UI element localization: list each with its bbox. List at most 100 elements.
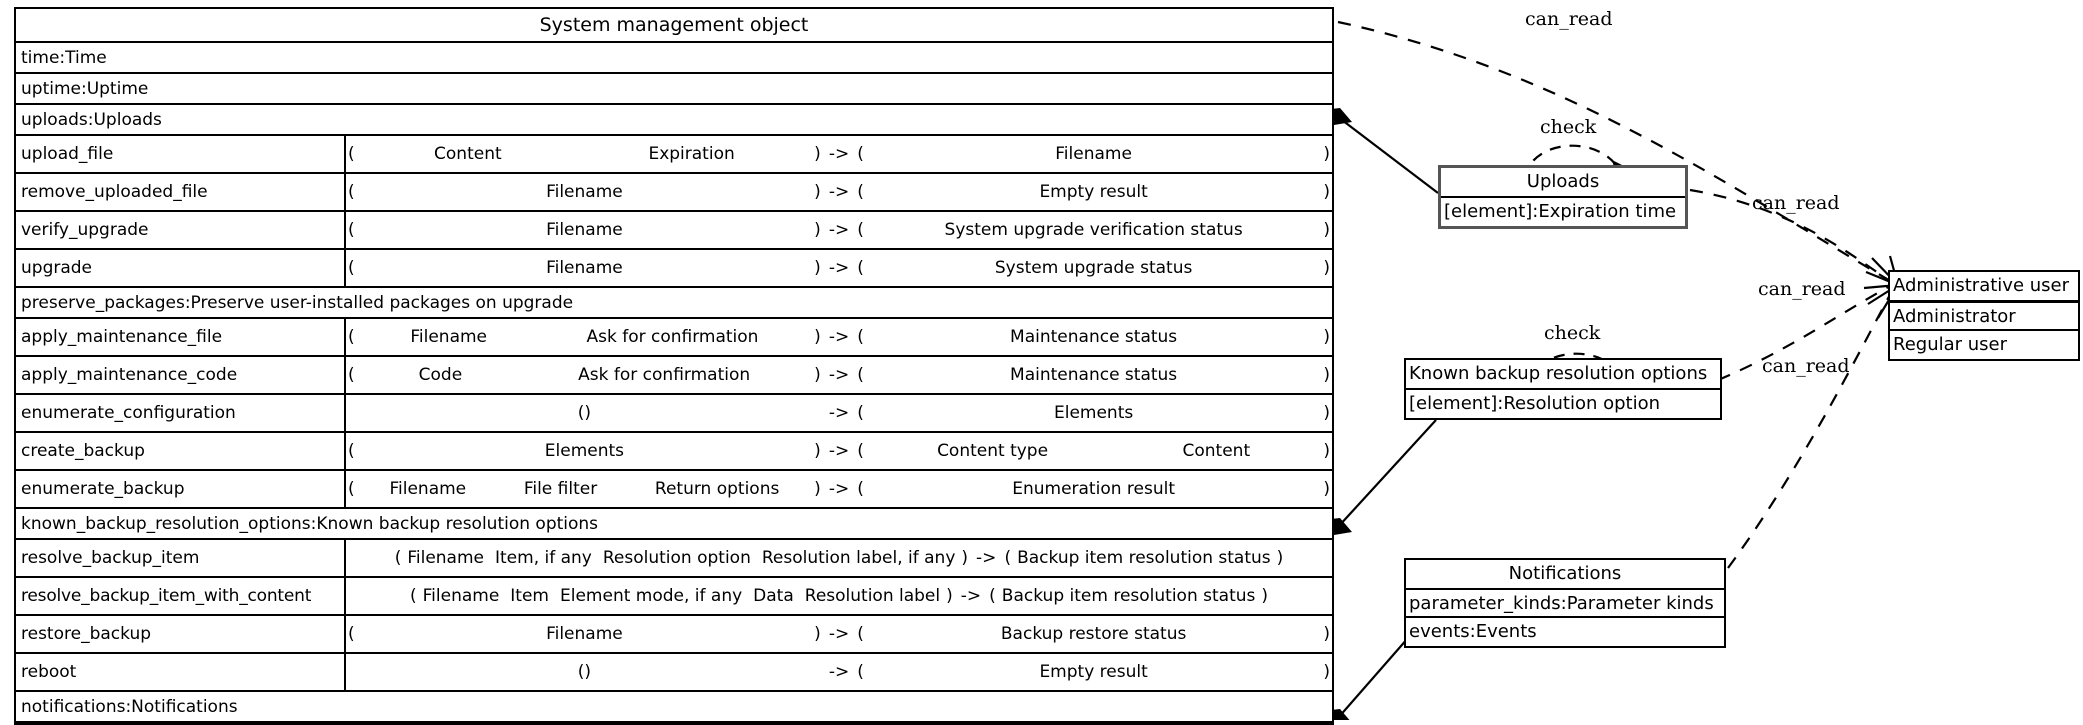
- open-paren: (: [1004, 548, 1012, 568]
- returns-arrow: ->: [828, 479, 850, 499]
- close-paren: ): [1323, 327, 1331, 347]
- method-name: enumerate_configuration: [16, 395, 346, 431]
- admin-user-title: Administrative user: [1890, 272, 2078, 303]
- class-title: System management object: [16, 9, 1332, 43]
- signature-token: Filename: [546, 258, 623, 278]
- close-paren: ): [1323, 479, 1331, 499]
- close-paren: ): [1323, 624, 1331, 644]
- close-paren: ): [814, 144, 821, 164]
- signature-token: Resolution label: [804, 586, 941, 606]
- signature-token: Content: [1182, 441, 1251, 461]
- known-backup-row-0: [element]:Resolution option: [1409, 393, 1661, 414]
- signature-token: Item, if any: [495, 548, 592, 568]
- open-paren: (: [857, 403, 864, 423]
- method-name: apply_maintenance_file: [16, 319, 346, 355]
- signature-token: Filename: [410, 327, 488, 347]
- signature-token: Enumeration result: [1012, 479, 1175, 499]
- returns-arrow: ->: [828, 624, 850, 644]
- admin-user-row-1: Regular user: [1893, 334, 2008, 355]
- admin-user-row-0: Administrator: [1890, 303, 2078, 331]
- open-paren: (: [989, 586, 996, 606]
- close-paren: ): [814, 220, 821, 240]
- signature-token: Filename: [546, 220, 623, 240]
- close-paren: ): [814, 624, 821, 644]
- close-paren: ): [1323, 258, 1331, 278]
- class-method-row: resolve_backup_item_with_content(Filenam…: [16, 578, 1332, 616]
- signature-token: Element mode, if any: [560, 586, 743, 606]
- class-box-uploads: Uploads [element]:Expiration time: [1438, 165, 1688, 229]
- open-paren: (: [348, 144, 355, 164]
- class-attribute: notifications:Notifications: [16, 692, 1332, 723]
- edge-label-can-read-middle: can_read: [1758, 278, 1846, 300]
- signature-token: Empty result: [1039, 182, 1148, 202]
- signature-token: Return options: [654, 479, 780, 499]
- method-name: verify_upgrade: [16, 212, 346, 248]
- open-paren: (: [857, 258, 864, 278]
- open-paren: (: [857, 144, 864, 164]
- close-paren: ): [814, 479, 821, 499]
- signature-token: System upgrade status: [994, 258, 1193, 278]
- signature-token: Maintenance status: [1010, 365, 1178, 385]
- signature-token: Filename: [546, 624, 623, 644]
- returns-arrow: ->: [828, 662, 850, 682]
- known-backup-title: Known backup resolution options: [1406, 360, 1720, 390]
- close-paren: ): [814, 258, 821, 278]
- class-method-row: remove_uploaded_file(Filename)->(Empty r…: [16, 174, 1332, 212]
- class-attribute: known_backup_resolution_options:Known ba…: [16, 509, 1332, 540]
- class-method-row: restore_backup(Filename)->(Backup restor…: [16, 616, 1332, 654]
- close-paren: ): [814, 182, 821, 202]
- method-name: restore_backup: [16, 616, 346, 652]
- class-method-row: reboot()->(Empty result): [16, 654, 1332, 692]
- close-paren: ): [1261, 586, 1269, 606]
- method-name: resolve_backup_item_with_content: [16, 578, 346, 614]
- class-attribute: preserve_packages:Preserve user-installe…: [16, 288, 1332, 319]
- close-paren: ): [1323, 441, 1331, 461]
- close-paren: ): [814, 327, 821, 347]
- signature-token: Ask for confirmation: [578, 365, 751, 385]
- close-paren: ): [1323, 365, 1331, 385]
- close-paren: ): [814, 441, 821, 461]
- notifications-title: Notifications: [1406, 560, 1724, 590]
- open-paren: (: [409, 586, 417, 606]
- class-box-notifications: Notifications parameter_kinds:Parameter …: [1404, 558, 1726, 648]
- method-name: upload_file: [16, 136, 346, 172]
- open-paren: (: [857, 327, 864, 347]
- signature-token: Filename: [407, 548, 484, 568]
- signature-token: Data: [753, 586, 794, 606]
- signature-token: Empty result: [1039, 662, 1148, 682]
- method-name: resolve_backup_item: [16, 540, 346, 576]
- signature-token: Code: [418, 365, 463, 385]
- method-name: upgrade: [16, 250, 346, 286]
- class-method-row: verify_upgrade(Filename)->(System upgrad…: [16, 212, 1332, 250]
- class-attribute: uploads:Uploads: [16, 105, 1332, 136]
- uploads-row-0: [element]:Expiration time: [1444, 201, 1677, 222]
- class-box-known-backup-resolution-options: Known backup resolution options [element…: [1404, 358, 1722, 420]
- signature-token: Content type: [937, 441, 1049, 461]
- method-signature: (Filename)->(Empty result): [346, 174, 1332, 210]
- method-signature: (Filename)->(Backup restore status): [346, 616, 1332, 652]
- signature-token: System upgrade verification status: [944, 220, 1243, 240]
- close-paren: ): [1276, 548, 1284, 568]
- returns-arrow: ->: [828, 441, 850, 461]
- returns-arrow: ->: [960, 586, 982, 606]
- signature-token: Filename: [546, 182, 623, 202]
- open-paren: (: [857, 365, 864, 385]
- signature-token: Elements: [1053, 403, 1134, 423]
- open-paren: (: [857, 479, 864, 499]
- class-attribute: uptime:Uptime: [16, 74, 1332, 105]
- signature-token: Filename: [422, 586, 500, 606]
- method-signature: ()->(Empty result): [346, 654, 1332, 690]
- signature-token: Backup item resolution status: [1017, 548, 1271, 568]
- edge-label-can-read-uploads: can_read: [1752, 192, 1840, 214]
- open-paren: (: [857, 220, 864, 240]
